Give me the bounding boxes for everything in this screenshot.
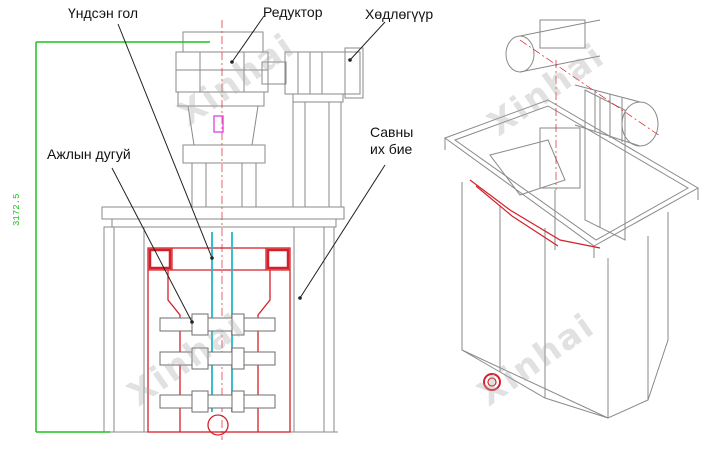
tank-inner [147, 247, 291, 436]
coupling-mark [213, 115, 224, 133]
motor-support [292, 101, 342, 208]
dimension-value: 3172.5 [12, 193, 22, 226]
height-dimension [35, 41, 210, 433]
label-impeller: Ажлын дугуй [47, 146, 131, 162]
leader-dots [190, 58, 352, 324]
label-tank-body-line2: их бие [370, 141, 413, 157]
leader-lines [111, 15, 386, 323]
isometric-red [469, 39, 661, 391]
label-reducer: Редуктор [263, 4, 323, 20]
impellers [159, 313, 276, 413]
label-main-shaft: Үндсэн гол [68, 5, 139, 21]
top-plate [101, 206, 345, 220]
label-tank-body-line1: Савны [370, 124, 414, 140]
label-motor: Хөдлөгүүр [365, 6, 434, 22]
isometric-view [443, 19, 700, 419]
